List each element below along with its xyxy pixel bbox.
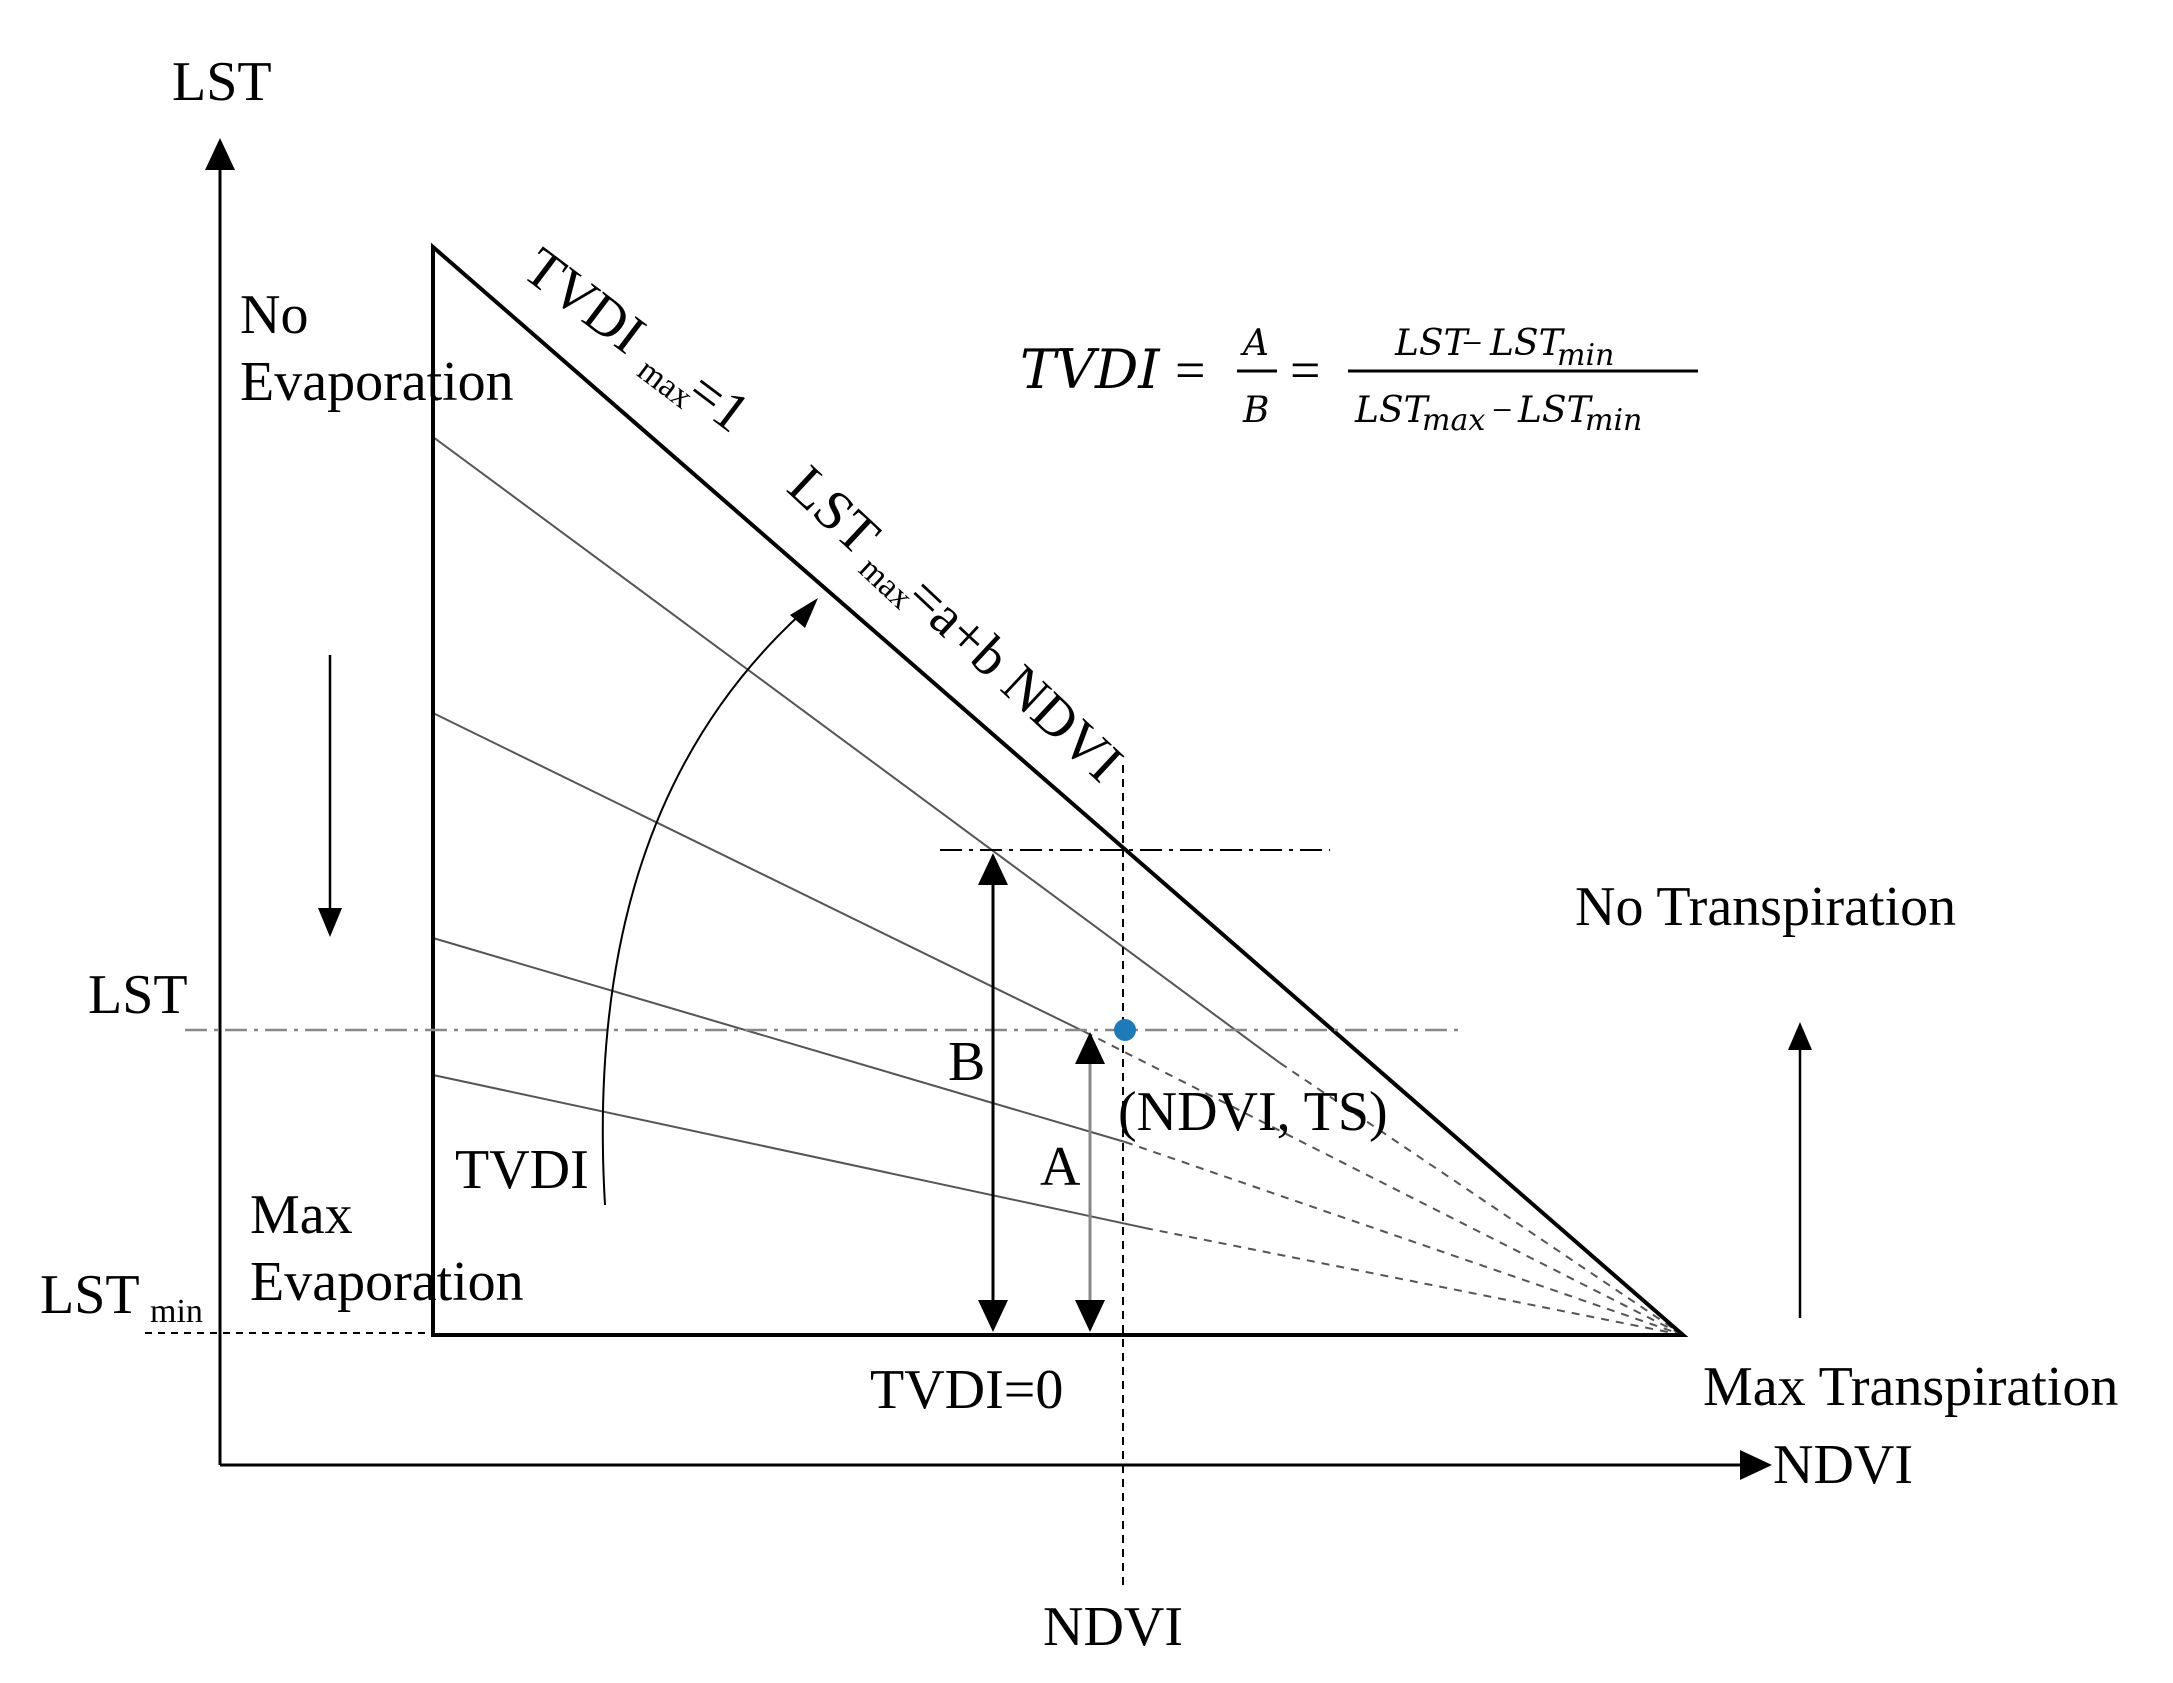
- no-evaporation-line1: No: [240, 284, 308, 346]
- max-transpiration-label: Max Transpiration: [1703, 1356, 2118, 1418]
- tvdi-formula: TVDI = A B = LST − LST min LST max − LST…: [1020, 323, 1698, 438]
- y-axis-arrowhead: [205, 138, 235, 170]
- formula-frac2-den-b: LST: [1517, 390, 1594, 431]
- tvdi-max-value: =1: [676, 359, 761, 444]
- ndvi-bottom-label: NDVI: [1043, 1596, 1183, 1658]
- formula-frac1-den: B: [1242, 390, 1269, 431]
- tvdi-arc-arrow: [601, 598, 818, 1206]
- a-arrow-top-head: [1075, 1032, 1105, 1064]
- formula-eq1: =: [1175, 340, 1205, 400]
- tvdi-zero-label: TVDI=0: [870, 1359, 1063, 1421]
- formula-frac2-num-a: LST: [1394, 323, 1471, 364]
- isoline-2-dashed: [1084, 1031, 1684, 1336]
- axes: [205, 138, 1772, 1480]
- isoline-1-solid: [432, 436, 1281, 1064]
- b-arrow-bottom-head: [978, 1300, 1008, 1332]
- a-arrow-bottom-head: [1075, 1300, 1105, 1332]
- lst-max-label: LST max =a+b NDVI: [776, 454, 1134, 794]
- transpiration-increase-arrow: [1788, 1022, 1812, 1318]
- b-arrow-top-head: [978, 853, 1008, 885]
- max-evaporation-line1: Max: [250, 1184, 353, 1246]
- formula-eq2: =: [1290, 340, 1320, 400]
- isoline-2-solid: [432, 712, 1086, 1033]
- tvdi-max-main: TVDI: [512, 236, 656, 366]
- isoline-3-solid: [432, 937, 1126, 1143]
- formula-frac2-den-b-sub: min: [1585, 403, 1642, 438]
- formula-frac2-den-a-sub: max: [1422, 403, 1485, 438]
- lst-max-main: LST: [776, 454, 891, 567]
- isoline-4-dashed: [1144, 1227, 1684, 1336]
- tvdi-triangle: [431, 242, 1689, 1337]
- b-arrow: [978, 853, 1008, 1332]
- lst-min-main: LST: [40, 1264, 140, 1326]
- formula-lhs: TVDI: [1020, 338, 1161, 401]
- formula-frac2-num-op: −: [1462, 323, 1482, 363]
- tvdi-arc-label: TVDI: [455, 1139, 589, 1201]
- x-axis-arrowhead: [1740, 1450, 1772, 1480]
- tvdi-isolines: [432, 436, 1684, 1336]
- lst-decrease-arrow: [318, 655, 342, 937]
- formula-frac1-num: A: [1240, 323, 1269, 364]
- no-evaporation-line2: Evaporation: [240, 351, 514, 413]
- lst-min-label: LST min: [40, 1264, 203, 1330]
- x-axis-label: NDVI: [1773, 1434, 1913, 1496]
- formula-frac2-den-a: LST: [1354, 390, 1431, 431]
- tvdi-max-label: TVDI max =1: [512, 236, 761, 445]
- lst-min-subscript: min: [150, 1293, 203, 1330]
- y-axis-label: LST: [172, 51, 272, 113]
- ndvi-ts-point: [1114, 1019, 1136, 1041]
- no-transpiration-label: No Transpiration: [1575, 876, 1956, 938]
- formula-frac2-num-b-sub: min: [1557, 338, 1614, 373]
- a-label: A: [1040, 1136, 1081, 1198]
- isoline-4-solid: [432, 1074, 1146, 1229]
- a-arrow: [1075, 1032, 1105, 1332]
- point-label: (NDVI, TS): [1118, 1081, 1388, 1143]
- lst-level-label: LST: [88, 964, 188, 1026]
- formula-frac2-num-b: LST: [1489, 323, 1566, 364]
- formula-frac2-den-op: −: [1492, 390, 1512, 430]
- isoline-3-dashed: [1124, 1141, 1684, 1336]
- isoline-1-dashed: [1279, 1062, 1684, 1336]
- b-label: B: [948, 1031, 985, 1093]
- guide-lines: [145, 765, 1460, 1590]
- max-evaporation-line2: Evaporation: [250, 1251, 524, 1313]
